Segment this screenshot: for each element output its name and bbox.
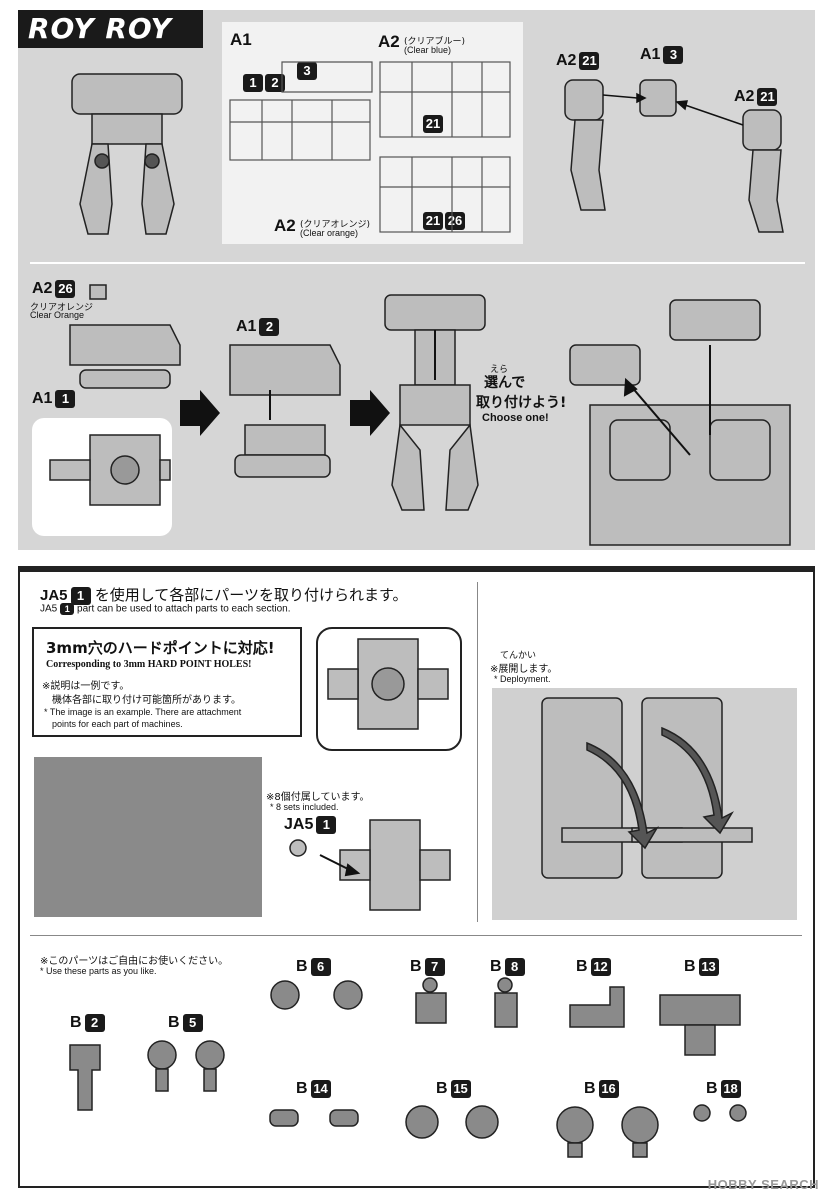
box-note-en-2: points for each part of machines. (52, 719, 183, 729)
runner-diagram: A1 A2 (クリアブルー) (Clear blue) A2 (クリアオレンジ)… (222, 22, 523, 244)
hardpoint-zoom-illustration (327, 638, 449, 730)
runner-a2-blue-label: A2 (378, 32, 400, 51)
choose-en: Choose one! (482, 412, 549, 424)
lower-vertical-divider (477, 582, 478, 922)
runner-a1-label: A1 (230, 30, 252, 49)
runner-tag-2: 2 (265, 74, 285, 92)
runner-a2-blue-jp: (クリアブルー) (404, 37, 466, 47)
clear-part-en: Clear Orange (30, 310, 85, 320)
box-note-jp-2: 機体各部に取り付け可能箇所があります。 (52, 695, 241, 706)
choose-jp-2: 取り付けよう! (476, 395, 567, 411)
page-title: ROY ROY (18, 10, 203, 48)
box-title-jp: 3mm穴のハードポイントに対応! (46, 639, 275, 657)
runner-a2-blue-en: (Clear blue) (404, 45, 452, 55)
spare-parts-illustrations (69, 977, 747, 1158)
top-panel-divider (30, 262, 805, 264)
hardpoint-robot-illustration (34, 757, 262, 917)
watermark: HOBBY SEARCH (707, 1177, 819, 1192)
deploy-furigana: てんかい (500, 651, 537, 661)
deploy-jp: ※展開します。 (490, 664, 558, 675)
lower-section-bar (18, 566, 815, 572)
runner-tag-a2o-21: 21 (423, 212, 443, 230)
leg-attach-illustration (564, 79, 784, 233)
box-note-jp-1: ※説明は一例です。 (42, 681, 130, 692)
runner-a2-orange-en: (Clear orange) (300, 228, 359, 238)
runner-a2-orange-jp: (クリアオレンジ) (300, 220, 371, 230)
deployment-arrows (541, 697, 753, 879)
runner-tag-a2-21: 21 (423, 115, 443, 133)
clear-part-jp: クリアオレンジ (30, 303, 94, 313)
choose-jp-1: 選んで (484, 375, 526, 391)
runner-tag-3: 3 (297, 62, 317, 80)
choose-furigana: えら (490, 365, 509, 375)
runner-a2-orange-label: A2 (274, 216, 296, 235)
lower-horizontal-divider (30, 935, 802, 936)
assembled-robot-illustration (71, 73, 183, 235)
spare-note-en: * Use these parts as you like. (40, 966, 157, 976)
hardpoint-callout: 3mm穴のハードポイントに対応! Corresponding to 3mm HA… (32, 627, 302, 737)
box-note-en-1: * The image is an example. There are att… (44, 707, 242, 717)
runner-frames (229, 61, 511, 233)
deploy-en: * Deployment. (494, 674, 551, 684)
sets-jp: ※8個付属しています。 (266, 792, 370, 803)
step2-illustrations (49, 284, 791, 546)
spare-note-jp: ※このパーツはご自由にお使いください。 (40, 956, 229, 967)
sets-en: * 8 sets included. (270, 802, 339, 812)
runner-tag-a2o-26: 26 (445, 212, 465, 230)
box-title-en: Corresponding to 3mm HARD POINT HOLES! (46, 659, 252, 670)
runner-tag-1: 1 (243, 74, 263, 92)
ja5-illustration (289, 819, 451, 911)
